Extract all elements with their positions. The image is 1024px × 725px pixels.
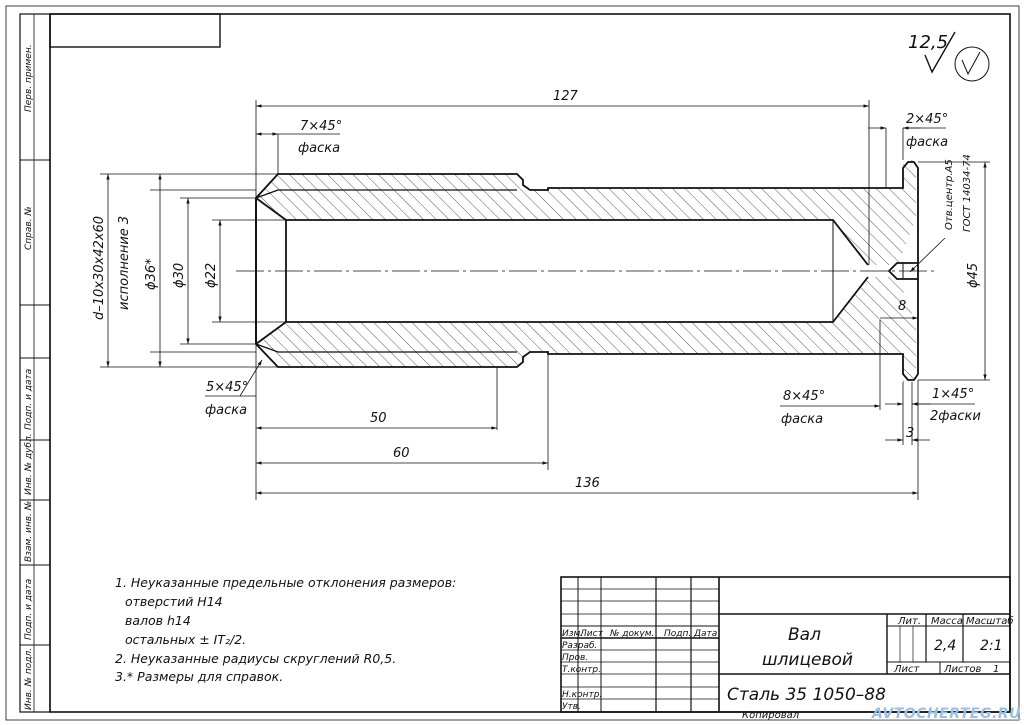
tb-col-change: Изм. bbox=[562, 629, 583, 639]
chamfer-8x45-sub: фаска bbox=[781, 412, 823, 427]
note-1a: отверстий Н14 bbox=[125, 594, 223, 609]
title-block bbox=[560, 576, 1011, 713]
tb-sheets-label: Листов bbox=[943, 664, 981, 675]
dia-45: ϕ45 bbox=[966, 263, 981, 288]
tb-mass-label: Масса bbox=[931, 616, 963, 627]
tb-col-sheet: Лист bbox=[579, 629, 604, 639]
tb-sheets-value: 1 bbox=[993, 664, 999, 675]
dim-3: 3 bbox=[906, 426, 914, 441]
tb-scale-value: 2:1 bbox=[980, 638, 1003, 654]
dia-36: ϕ36* bbox=[144, 258, 159, 290]
side-label-sign-date-2: Подп. и дата bbox=[24, 579, 34, 640]
tb-col-date: Дата bbox=[693, 629, 717, 639]
spline-spec: d–10x30x42x60 bbox=[92, 216, 107, 320]
side-label-first-use: Перв. примен. bbox=[24, 44, 34, 112]
chamfer-7x45: 7×45° bbox=[300, 119, 342, 134]
center-hole-standard: ГОСТ 14034-74 bbox=[962, 154, 973, 232]
chamfer-1x45: 1×45° bbox=[932, 387, 974, 402]
copied-label: Копировал bbox=[742, 710, 800, 721]
dia-22: ϕ22 bbox=[204, 263, 219, 288]
tb-mass-value: 2,4 bbox=[934, 638, 956, 654]
tb-row-approved: Утв. bbox=[562, 702, 581, 712]
chamfer-7x45-sub: фаска bbox=[298, 141, 340, 156]
title-block-texts: Изм. Лист № докум. Подп. Дата Разраб. Пр… bbox=[562, 615, 1014, 712]
tb-part-name-1: Вал bbox=[788, 625, 821, 645]
dim-50: 50 bbox=[370, 411, 387, 426]
chamfer-2x45-sub: фаска bbox=[906, 135, 948, 150]
chamfer-1x45-sub: 2фаски bbox=[930, 409, 981, 424]
dim-8: 8 bbox=[898, 299, 906, 314]
tb-part-name-2: шлицевой bbox=[762, 650, 853, 670]
roughness-value: 12,5 bbox=[908, 32, 948, 53]
tb-lit-label: Лит. bbox=[897, 616, 921, 627]
tb-sheet-label: Лист bbox=[893, 664, 921, 675]
side-label-repl-inv: Взам. инв. № bbox=[24, 501, 34, 562]
dia-30: ϕ30 bbox=[172, 263, 187, 288]
side-label-sign-date-1: Подп. и дата bbox=[24, 369, 34, 430]
note-1c: остальных ± IT₂/2. bbox=[125, 632, 247, 647]
dim-60: 60 bbox=[393, 446, 410, 461]
chamfer-2x45: 2×45° bbox=[906, 112, 948, 127]
roughness-symbol bbox=[924, 31, 990, 82]
spline-variant: исполнение 3 bbox=[117, 216, 132, 310]
side-label-ref-no: Справ. № bbox=[24, 206, 34, 250]
site-watermark[interactable]: AVTOCHERTEG.RU bbox=[872, 706, 1021, 722]
note-3: 3.* Размеры для справок. bbox=[115, 669, 284, 684]
dimension-lines bbox=[100, 100, 990, 500]
tb-col-sign: Подп. bbox=[664, 629, 691, 639]
chamfer-5x45: 5×45° bbox=[206, 380, 248, 395]
dimension-texts: 127 136 60 50 8 3 ϕ22 ϕ30 ϕ36* ϕ45 d–10x… bbox=[92, 89, 981, 491]
side-label-orig-inv: Инв. № подл. bbox=[24, 648, 34, 710]
section-hatching bbox=[256, 160, 916, 382]
chamfer-5x45-sub: фаска bbox=[205, 403, 247, 418]
side-strip-labels: Перв. примен. Справ. № Подп. и дата Инв.… bbox=[24, 44, 34, 710]
tb-row-norm-control: Н.контр. bbox=[562, 690, 602, 700]
dim-136: 136 bbox=[575, 476, 600, 491]
tb-scale-label: Масштаб bbox=[966, 615, 1014, 627]
tb-row-developed: Разраб. bbox=[562, 641, 597, 651]
side-label-dup-inv: Инв. № дубл. bbox=[24, 433, 34, 495]
tb-row-tech-control: Т.контр. bbox=[562, 665, 601, 675]
drawing-frame bbox=[5, 5, 1020, 721]
note-1: 1. Неуказанные предельные отклонения раз… bbox=[115, 575, 457, 590]
chamfer-8x45: 8×45° bbox=[783, 389, 825, 404]
tb-material: Сталь 35 1050–88 bbox=[727, 685, 886, 705]
tb-col-doc: № докум. bbox=[609, 629, 654, 639]
note-1b: валов h14 bbox=[125, 613, 191, 628]
chamfer-labels: 7×45° фаска 2×45° фаска 5×45° фаска 8×45… bbox=[205, 112, 981, 427]
note-2: 2. Неуказанные радиусы скруглений R0,5. bbox=[115, 651, 397, 666]
dim-127: 127 bbox=[553, 89, 579, 104]
center-hole-spec: Отв.центр.А5 bbox=[944, 159, 955, 230]
tb-row-checked: Пров. bbox=[562, 653, 588, 663]
